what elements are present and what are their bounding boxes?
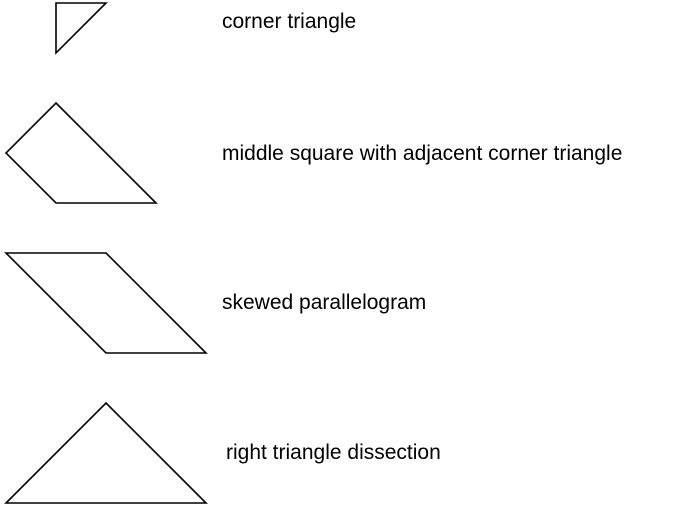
right-triangle-dissection-label: right triangle dissection xyxy=(226,441,441,464)
middle-square-label: middle square with adjacent corner trian… xyxy=(222,142,623,165)
right-triangle-shape xyxy=(4,401,208,504)
corner-triangle-label: corner triangle xyxy=(222,10,357,33)
skewed-parallelogram-label: skewed parallelogram xyxy=(222,291,427,314)
corner-triangle-shape xyxy=(55,2,108,55)
pentagon-shape xyxy=(4,101,158,204)
parallelogram-shape xyxy=(4,252,208,354)
